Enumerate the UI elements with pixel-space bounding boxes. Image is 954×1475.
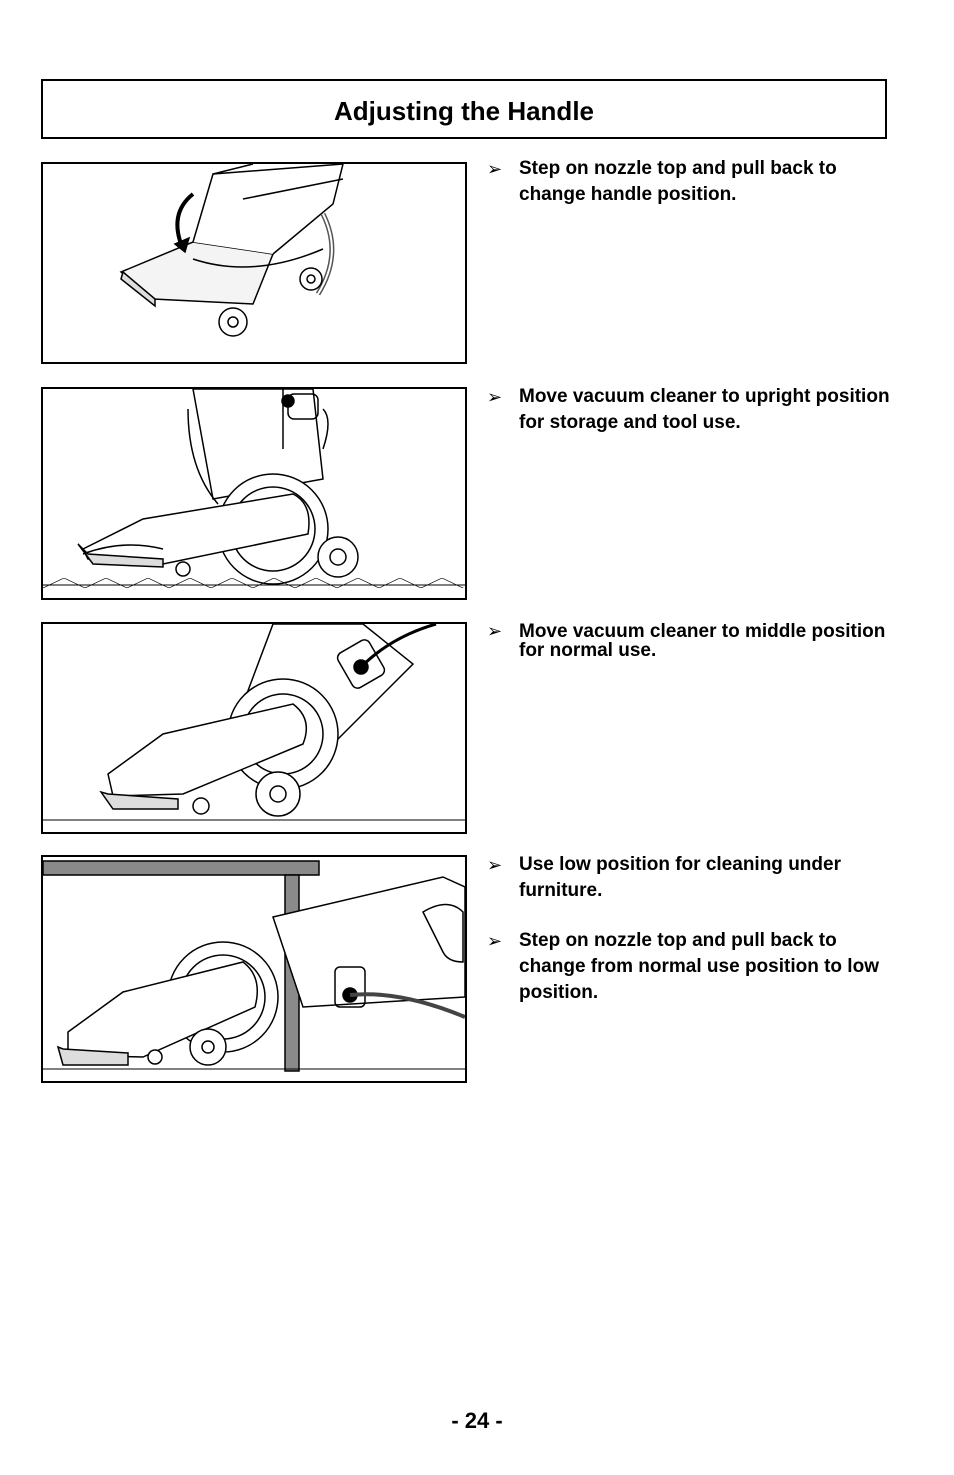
instructions-3: ➢ Move vacuum cleaner to middle position…	[487, 622, 897, 684]
page-number: - 24 -	[451, 1408, 503, 1433]
instruction-text: Step on nozzle top and pull back to chan…	[519, 158, 837, 205]
list-item: ➢ Move vacuum cleaner to middle position…	[487, 621, 897, 661]
title-box: Adjusting the Handle	[41, 79, 887, 139]
vacuum-upright-position-illustration	[41, 387, 467, 600]
arrowhead-right-icon: ➢	[487, 159, 503, 179]
arrowhead-right-icon: ➢	[487, 855, 503, 875]
instructions-1: ➢ Step on nozzle top and pull back to ch…	[487, 156, 897, 232]
instruction-text: Move vacuum cleaner to middle position f…	[519, 621, 886, 661]
arrowhead-right-icon: ➢	[487, 387, 503, 407]
arrowhead-right-icon: ➢	[487, 931, 503, 951]
instructions-2: ➢ Move vacuum cleaner to upright positio…	[487, 384, 897, 460]
vacuum-middle-position-illustration	[41, 622, 467, 834]
vacuum-low-position-illustration	[41, 855, 467, 1083]
instruction-text: Move vacuum cleaner to upright position …	[519, 386, 890, 433]
list-item: ➢ Step on nozzle top and pull back to ch…	[487, 928, 897, 1006]
arrowhead-right-icon: ➢	[487, 621, 503, 641]
instructions-4: ➢ Use low position for cleaning under fu…	[487, 852, 897, 1030]
instruction-text: Step on nozzle top and pull back to chan…	[519, 930, 879, 1003]
vacuum-foot-pedal-illustration	[41, 162, 467, 364]
list-item: ➢ Move vacuum cleaner to upright positio…	[487, 384, 897, 436]
instruction-text: Use low position for cleaning under furn…	[519, 854, 841, 901]
page-title: Adjusting the Handle	[334, 96, 594, 126]
list-item: ➢ Step on nozzle top and pull back to ch…	[487, 156, 897, 208]
list-item: ➢ Use low position for cleaning under fu…	[487, 852, 897, 904]
